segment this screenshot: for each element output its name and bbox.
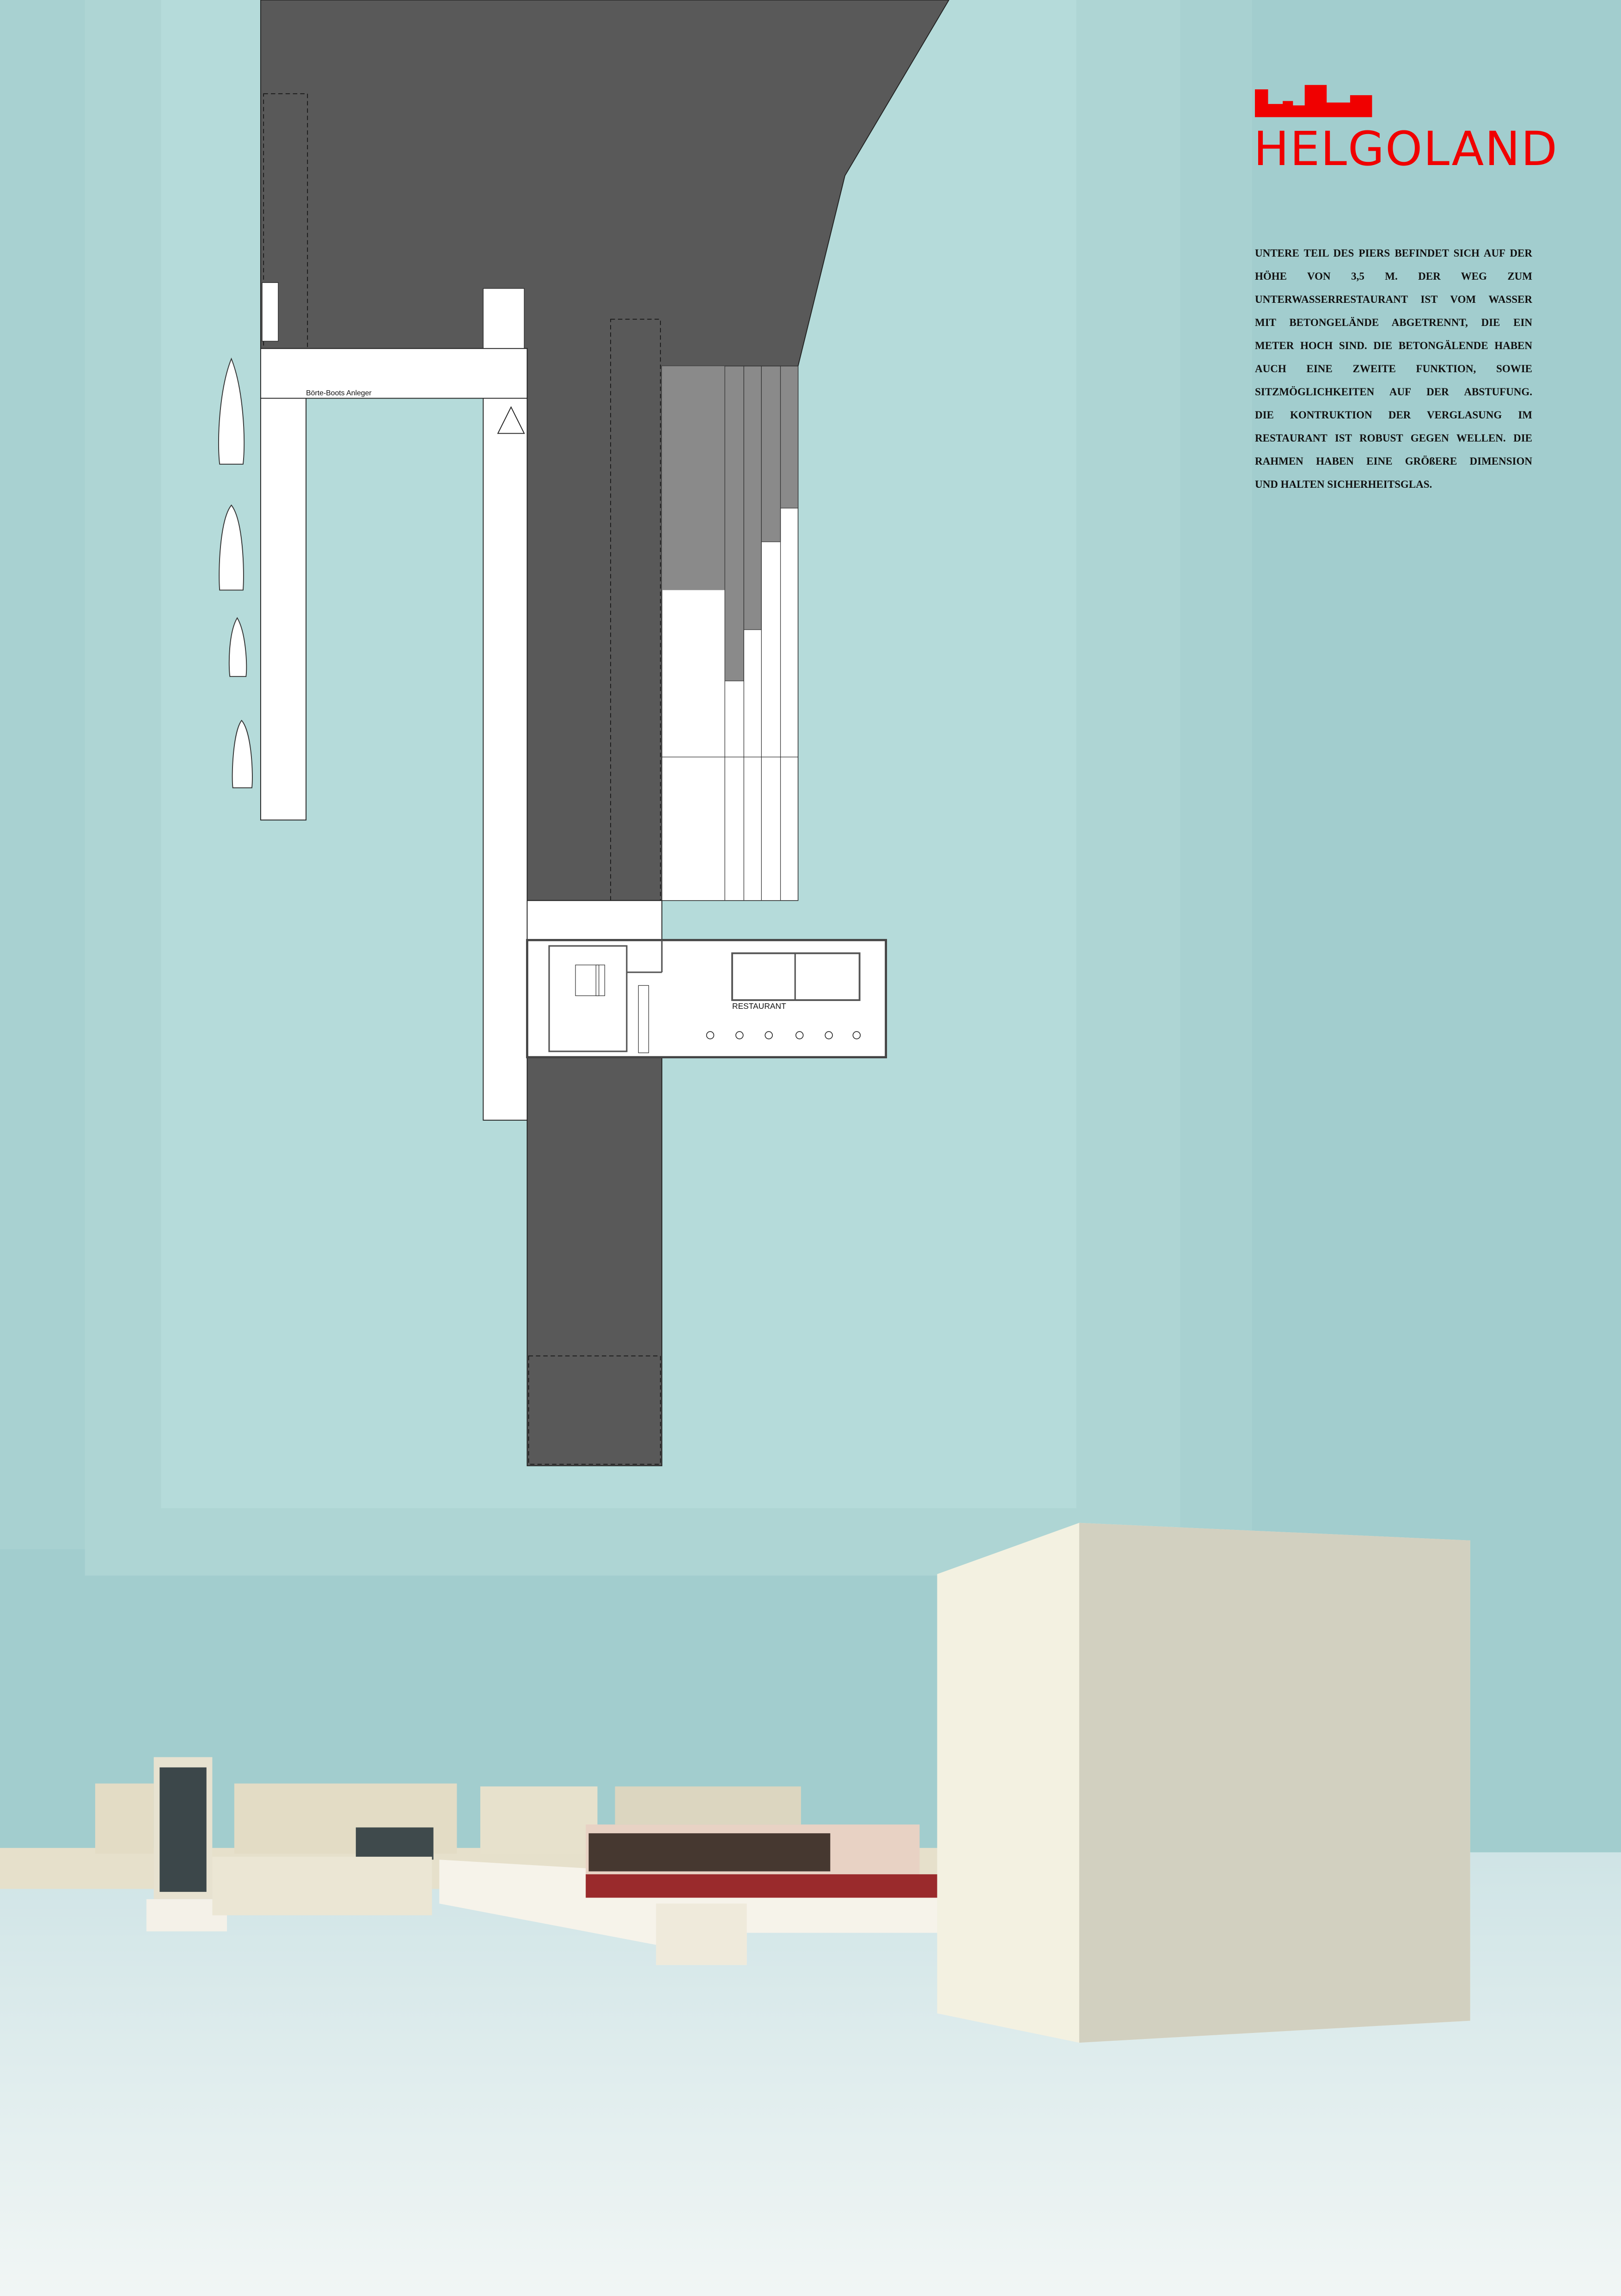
description-line: RAHMEN HABEN EINE GRÖßERE DIMENSION bbox=[1255, 455, 1532, 467]
boat-icon bbox=[232, 719, 253, 788]
rendering-buildings bbox=[0, 1522, 1470, 2043]
description-line: DIE KONTRUKTION DER VERGLASUNG IM bbox=[1255, 409, 1532, 421]
helgoland-logo-skyline bbox=[1254, 85, 1372, 117]
logo-title: HELGOLAND bbox=[1254, 122, 1559, 177]
description-line: AUCH EINE ZWEITE FUNKTION, SOWIE bbox=[1255, 363, 1532, 374]
description-line: UNTERE TEIL DES PIERS BEFINDET SICH AUF … bbox=[1255, 247, 1532, 259]
description-text: UNTERE TEIL DES PIERS BEFINDET SICH AUF … bbox=[1255, 242, 1532, 496]
pier-plan bbox=[260, 0, 949, 1467]
description-line: UNTERWASSERRESTAURANT IST VOM WASSER bbox=[1255, 294, 1532, 305]
description-line: RESTAURANT IST ROBUST GEGEN WELLEN. DIE bbox=[1255, 432, 1532, 444]
restaurant-plan bbox=[526, 939, 887, 1059]
restaurant-label: RESTAURANT bbox=[732, 1001, 786, 1011]
description-line: HÖHE VON 3,5 M. DER WEG ZUM bbox=[1255, 270, 1532, 282]
description-line: MIT BETONGELÄNDE ABGETRENNT, DIE EIN bbox=[1255, 317, 1532, 328]
boat-icon bbox=[219, 504, 244, 591]
dock-label: Börte-Boots Anleger bbox=[306, 389, 372, 397]
boat-icons bbox=[218, 357, 253, 788]
boat-icon bbox=[218, 357, 245, 465]
description-line: METER HOCH SIND. DIE BETONGÄLENDE HABEN bbox=[1255, 340, 1532, 351]
walkways bbox=[260, 348, 662, 1121]
description-line: UND HALTEN SICHERHEITSGLAS. bbox=[1255, 479, 1432, 490]
description-line: SITZMÖGLICHKEITEN AUF DER ABSTUFUNG. bbox=[1255, 386, 1532, 398]
boat-icon bbox=[228, 617, 247, 677]
